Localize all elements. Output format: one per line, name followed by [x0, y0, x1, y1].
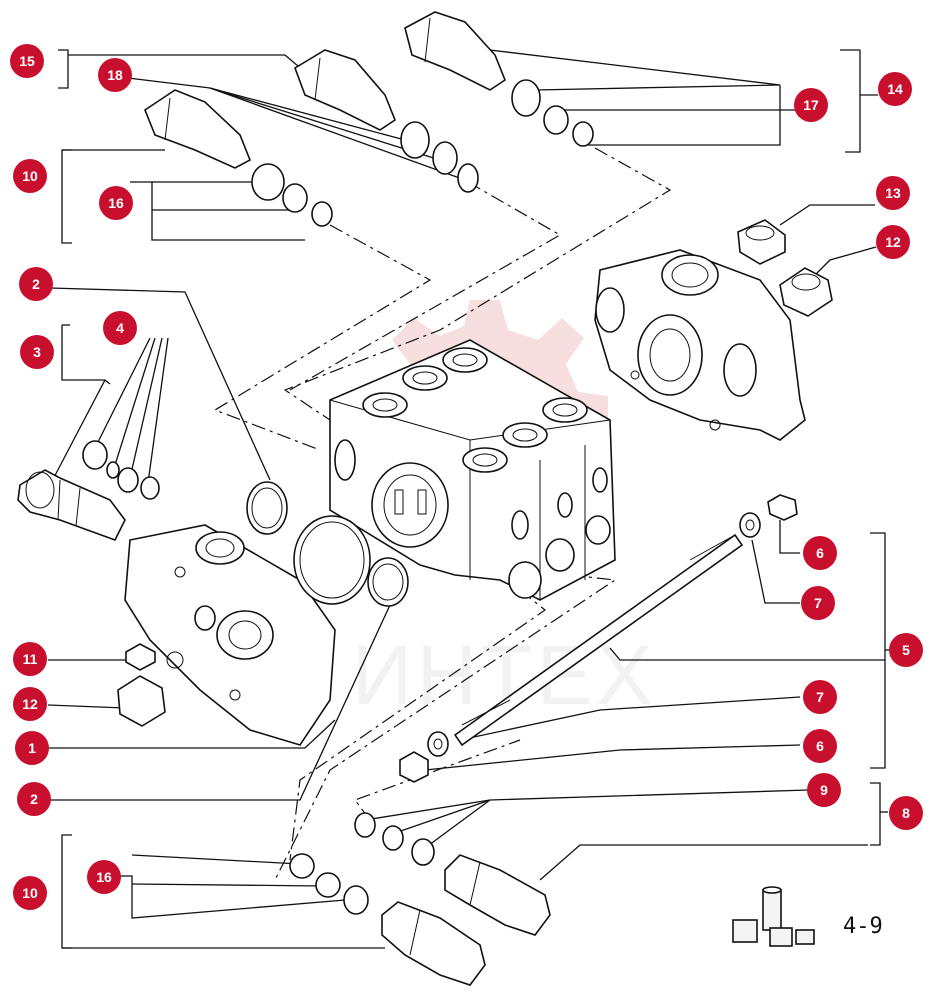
tie-rod-5 — [453, 533, 744, 747]
callout-4: 4 — [103, 311, 137, 345]
svg-text:15: 15 — [19, 53, 35, 69]
svg-text:12: 12 — [22, 696, 38, 712]
callout-12-left: 12 — [13, 687, 47, 721]
valve-15 — [294, 49, 479, 193]
callout-7-bottom: 7 — [803, 680, 837, 714]
lubricant-cans-icon — [732, 886, 815, 947]
svg-text:12: 12 — [885, 234, 901, 250]
valve-10-top — [144, 89, 333, 227]
svg-text:8: 8 — [902, 805, 910, 821]
washer-7-top — [739, 512, 761, 538]
callouts: 15 18 10 16 2 4 3 11 12 1 2 10 16 14 17 … — [10, 44, 923, 910]
callout-11: 11 — [13, 642, 47, 676]
callout-3: 3 — [20, 335, 54, 369]
callout-16-bottom: 16 — [87, 860, 121, 894]
callout-7-top: 7 — [801, 586, 835, 620]
svg-text:5: 5 — [902, 642, 910, 658]
callout-13: 13 — [876, 176, 910, 210]
plug-12-right — [779, 267, 833, 317]
svg-text:3: 3 — [33, 344, 41, 360]
callout-15: 15 — [10, 44, 44, 78]
plug-13 — [737, 219, 786, 265]
washer-7-bottom — [427, 731, 449, 757]
callout-18: 18 — [98, 58, 132, 92]
callout-1: 1 — [15, 731, 49, 765]
seal-rings-2 — [246, 481, 409, 607]
callout-2-bottom: 2 — [17, 782, 51, 816]
callout-6-top: 6 — [803, 536, 837, 570]
valve-block — [329, 339, 616, 601]
svg-text:9: 9 — [820, 782, 828, 798]
svg-text:6: 6 — [816, 738, 824, 754]
callout-9: 9 — [807, 773, 841, 807]
svg-text:10: 10 — [22, 168, 38, 184]
callout-16-top: 16 — [99, 186, 133, 220]
svg-text:10: 10 — [22, 885, 38, 901]
svg-text:4: 4 — [116, 320, 124, 336]
plug-11 — [125, 643, 156, 671]
callout-10-top: 10 — [13, 159, 47, 193]
svg-text:16: 16 — [96, 869, 112, 885]
svg-text:13: 13 — [885, 185, 901, 201]
callout-10-bottom: 10 — [13, 876, 47, 910]
callout-12-right: 12 — [876, 225, 910, 259]
svg-text:2: 2 — [32, 276, 40, 292]
nut-6-bottom — [399, 751, 429, 783]
svg-text:18: 18 — [107, 67, 123, 83]
svg-text:6: 6 — [816, 545, 824, 561]
callout-17: 17 — [794, 88, 828, 122]
svg-text:11: 11 — [23, 651, 38, 667]
valve-8 — [354, 812, 551, 936]
callout-6-bottom: 6 — [803, 729, 837, 763]
svg-text:16: 16 — [108, 195, 124, 211]
svg-text:7: 7 — [814, 595, 822, 611]
valve-10-bottom — [289, 853, 486, 986]
callout-8: 8 — [889, 796, 923, 830]
plug-12-left — [117, 675, 166, 727]
callout-2-top: 2 — [19, 267, 53, 301]
nut-6-top — [767, 494, 798, 521]
svg-text:17: 17 — [803, 97, 819, 113]
callout-5: 5 — [889, 633, 923, 667]
right-end-cover — [594, 249, 806, 441]
svg-text:1: 1 — [28, 740, 36, 756]
svg-text:2: 2 — [30, 791, 38, 807]
svg-text:7: 7 — [816, 689, 824, 705]
callout-14: 14 — [878, 72, 912, 106]
svg-text:14: 14 — [887, 81, 903, 97]
left-end-cover — [124, 524, 336, 746]
valve-14 — [404, 11, 594, 147]
page-number: 4-9 — [843, 914, 883, 939]
relief-valve-3 — [17, 440, 160, 541]
